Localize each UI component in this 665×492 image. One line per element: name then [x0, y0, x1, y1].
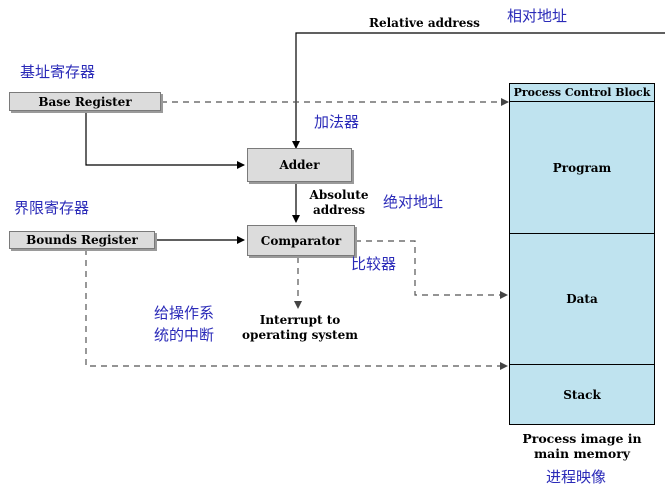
pcb-label: Process Control Block — [513, 86, 651, 99]
relative-address-cn-label: 相对地址 — [507, 7, 568, 25]
adder-cn-label: 加法器 — [314, 113, 360, 131]
interrupt-cn-line1: 给操作系 — [153, 304, 214, 322]
comparator-cn-label: 比较器 — [351, 255, 397, 273]
stack-segment: Stack — [509, 365, 655, 425]
program-label: Program — [552, 160, 612, 175]
bounds-register-box: Bounds Register — [9, 231, 155, 249]
relative-address-arrow — [292, 32, 665, 149]
interrupt-cn-line2: 统的中断 — [153, 326, 214, 344]
base-register-box: Base Register — [9, 92, 161, 111]
pcb-segment: Process Control Block — [509, 83, 655, 102]
program-segment: Program — [509, 102, 655, 234]
absolute-address-line1: Absolute — [309, 188, 369, 202]
absolute-address-line2: address — [312, 203, 366, 217]
process-image-cn-label: 进程映像 — [546, 468, 607, 486]
interrupt-cn-label: 给操作系 统的中断 — [140, 302, 228, 346]
base-to-adder-arrow — [85, 111, 245, 169]
comparator-to-data-dashed-arrow — [355, 240, 508, 299]
comparator-label: Comparator — [260, 233, 342, 248]
absolute-address-label: Absolute address — [305, 188, 373, 218]
stack-label: Stack — [563, 387, 601, 402]
bounds-register-cn-label: 界限寄存器 — [14, 199, 90, 217]
bounds-register-label: Bounds Register — [26, 233, 138, 247]
bounds-to-stack-dashed-arrow — [85, 249, 508, 370]
adder-label: Adder — [279, 158, 320, 172]
interrupt-label: Interrupt to operating system — [232, 313, 368, 343]
interrupt-line1: Interrupt to — [259, 313, 341, 327]
process-image-caption: Process image in main memory — [509, 431, 655, 461]
adder-box: Adder — [247, 148, 352, 182]
process-image-caption-line1: Process image in — [522, 431, 642, 446]
absolute-address-cn-label: 绝对地址 — [383, 193, 444, 211]
data-label: Data — [566, 292, 598, 306]
relative-address-label: Relative address — [369, 16, 480, 30]
comparator-box: Comparator — [247, 225, 355, 256]
base-register-cn-label: 基址寄存器 — [20, 63, 96, 81]
interrupt-line2: operating system — [242, 328, 358, 342]
base-register-label: Base Register — [38, 94, 132, 109]
process-image-caption-line2: main memory — [533, 446, 631, 461]
data-segment: Data — [509, 234, 655, 365]
